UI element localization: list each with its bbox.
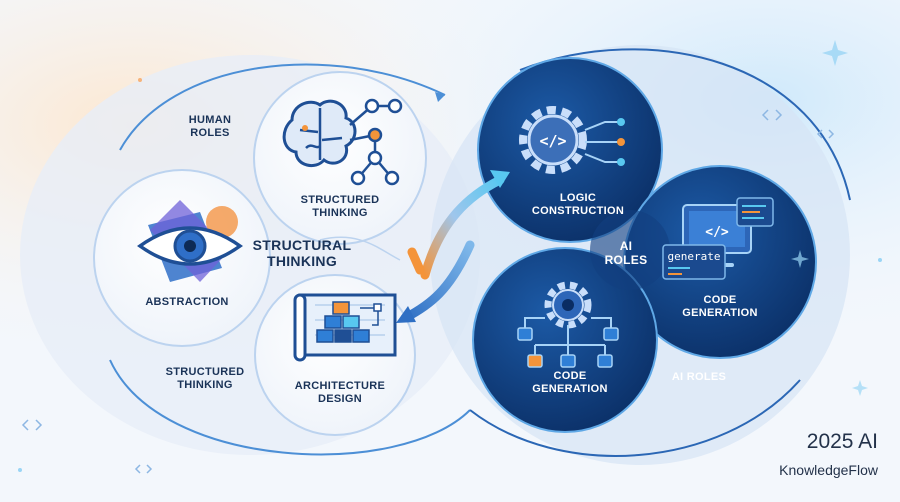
label-code-generation-right-line2: GENERATION: [682, 306, 758, 319]
exchange-arrow-down: [400, 240, 475, 323]
flow-line-top-right: [519, 48, 851, 201]
architecture-blueprint-icon: [293, 293, 397, 362]
label-abstraction: ABSTRACTION: [132, 296, 242, 309]
label-structured-thinking-top-line2: THINKING: [312, 206, 368, 219]
label-code-generation-bottom: CODE GENERATION: [510, 370, 630, 395]
exchange-arrowhead-up: [490, 170, 510, 188]
monitor-code-icon: </> generate: [662, 197, 774, 280]
gear-network-icon: [517, 281, 619, 368]
label-abstraction-text: ABSTRACTION: [145, 296, 229, 308]
label-architecture-design-line1: ARCHITECTURE: [294, 380, 386, 392]
label-structured-thinking-bottom-line1: STRUCTURED: [165, 366, 245, 378]
brand-name: KnowledgeFlow: [779, 462, 878, 478]
label-structured-thinking-top: STRUCTURED THINKING: [280, 194, 400, 219]
label-human-roles-line2: ROLES: [190, 126, 230, 139]
label-human-roles: HUMAN ROLES: [170, 114, 250, 139]
label-human-roles-line1: HUMAN: [188, 114, 232, 126]
label-code-generation-bottom-line2: GENERATION: [532, 382, 608, 395]
label-logic-construction: LOGIC CONSTRUCTION: [518, 192, 638, 217]
label-logic-construction-line2: CONSTRUCTION: [531, 204, 625, 217]
label-ai-roles-bottom-text: AI ROLES: [671, 371, 727, 383]
exchange-arrowhead-down: [396, 306, 416, 323]
flow-arrowhead-top: [435, 92, 445, 102]
label-logic-construction-line1: LOGIC: [559, 192, 597, 204]
chevron-decor: [21, 109, 835, 474]
exchange-arrow-up: [420, 175, 505, 280]
label-structural-thinking: STRUCTURAL THINKING: [242, 237, 362, 269]
label-code-generation-right: CODE GENERATION: [660, 294, 780, 319]
circle-code-generation-bottom: [472, 247, 658, 433]
label-structural-thinking-line1: STRUCTURAL: [252, 237, 352, 253]
flow-line-bottom: [109, 359, 471, 456]
label-structured-thinking-bottom: STRUCTURED THINKING: [150, 366, 260, 391]
label-architecture-design-line2: DESIGN: [318, 392, 362, 405]
label-code-generation-right-line1: CODE: [703, 294, 737, 306]
monitor-generate-text: generate: [668, 250, 721, 263]
eye-abstraction-icon: [137, 200, 243, 282]
label-structured-thinking-top-line1: STRUCTURED: [300, 194, 380, 206]
label-ai-roles-center: AI ROLES: [596, 239, 656, 268]
monitor-code-tag: </>: [705, 225, 729, 240]
flow-line-bottom-right: [469, 379, 801, 457]
label-architecture-design: ARCHITECTURE DESIGN: [280, 380, 400, 405]
gear-code-tag: </>: [539, 132, 566, 150]
flow-line-top: [119, 63, 446, 151]
label-structured-thinking-bottom-line2: THINKING: [177, 378, 233, 391]
brand-year: 2025 AI: [806, 430, 878, 453]
sparkle-decor: [18, 40, 882, 472]
label-ai-roles-center-line2: ROLES: [604, 252, 648, 267]
label-code-generation-bottom-line1: CODE: [553, 370, 587, 382]
label-ai-roles-bottom: AI ROLES: [654, 371, 744, 384]
brain-network-icon: [282, 98, 403, 186]
label-structural-thinking-line2: THINKING: [266, 253, 338, 270]
gear-code-icon: </>: [519, 106, 625, 174]
label-ai-roles-center-line1: AI: [619, 239, 633, 253]
